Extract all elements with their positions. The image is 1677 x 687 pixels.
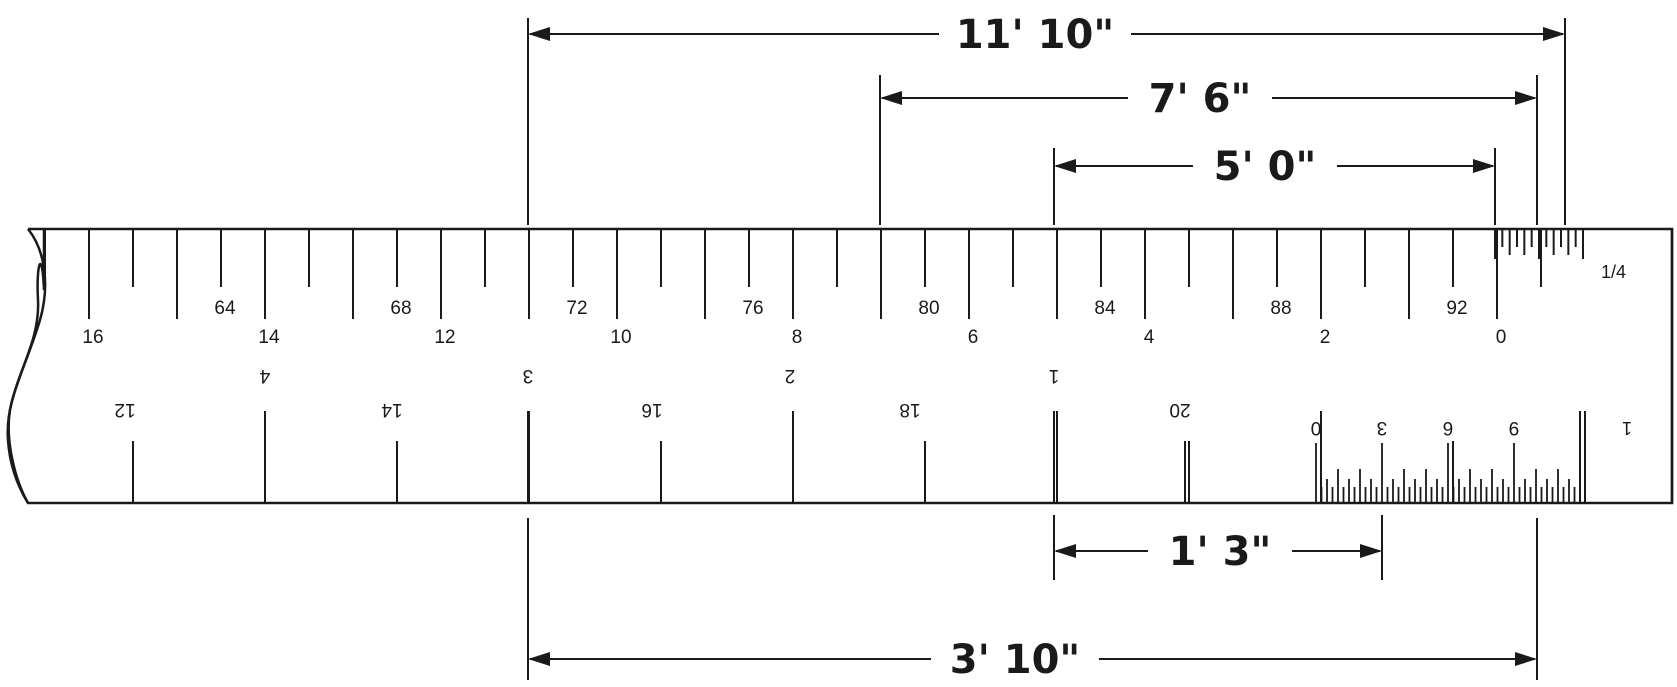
bottom-sub-labels: 0 3 6 9 — [1311, 417, 1520, 438]
arrow-right — [1360, 544, 1382, 558]
top-scale-upper-labels: 64 68 72 76 80 84 88 92 — [214, 298, 1467, 319]
arrow-left — [880, 91, 902, 105]
bottom-label: 20 — [1169, 399, 1190, 420]
top-upper-label: 68 — [390, 298, 411, 319]
top-scale-marker: 1/4 — [1601, 262, 1626, 282]
bottom-label: 16 — [641, 399, 662, 420]
bottom-label: 3 — [523, 365, 534, 386]
top-upper-label: 64 — [214, 298, 236, 319]
top-lower-label: 8 — [792, 327, 803, 348]
top-lower-label: 16 — [82, 327, 103, 348]
dimension-label: 3' 10" — [950, 637, 1081, 683]
dimension-dim-1-3: 1' 3" — [1053, 515, 1383, 580]
dimension-dim-11-10: 11' 10" — [527, 12, 1566, 225]
top-upper-label: 88 — [1270, 298, 1291, 319]
bottom-label: 14 — [381, 399, 403, 420]
top-scale-lower-labels: 16 14 12 10 8 6 4 2 0 — [82, 327, 1506, 348]
arrow-left — [528, 652, 550, 666]
dimension-label: 7' 6" — [1149, 76, 1252, 122]
dimension-lines: 11' 10" 7' 6" 5' 0" 1' 3" 3' 10" — [527, 12, 1566, 683]
dimension-label: 11' 10" — [956, 12, 1114, 58]
top-lower-label: 0 — [1496, 327, 1507, 348]
top-lower-label: 4 — [1144, 327, 1155, 348]
top-lower-label: 14 — [258, 327, 280, 348]
arrow-left — [1054, 544, 1076, 558]
bottom-scale-labels: 12 4 14 3 16 2 18 1 20 — [114, 365, 1190, 420]
top-scale-ticks — [44, 229, 1542, 319]
arrow-right — [1543, 27, 1565, 41]
bottom-sub-label: 9 — [1509, 417, 1520, 438]
top-lower-label: 6 — [968, 327, 979, 348]
bottom-fine-ticks — [1315, 443, 1581, 503]
bottom-scale-ticks — [132, 411, 1586, 503]
bottom-sub-label: 6 — [1443, 417, 1454, 438]
top-fine-ticks — [1494, 229, 1584, 259]
dimension-dim-5-0: 5' 0" — [1053, 144, 1496, 225]
bottom-sub-label: 3 — [1377, 417, 1388, 438]
arrow-left — [528, 27, 550, 41]
bottom-sub-label: 0 — [1311, 417, 1322, 438]
bottom-label: 1 — [1049, 365, 1060, 386]
top-upper-label: 72 — [566, 298, 587, 319]
top-upper-label: 80 — [918, 298, 939, 319]
arrow-right — [1473, 159, 1495, 173]
arrow-left — [1054, 159, 1076, 173]
bottom-label: 18 — [899, 399, 920, 420]
bottom-label: 2 — [785, 365, 796, 386]
top-lower-label: 2 — [1320, 327, 1331, 348]
bottom-label: 12 — [114, 399, 135, 420]
dimension-label: 5' 0" — [1214, 144, 1317, 190]
top-lower-label: 12 — [434, 327, 455, 348]
ruler-body — [7, 227, 1674, 505]
arrow-right — [1515, 91, 1537, 105]
top-lower-label: 10 — [610, 327, 631, 348]
top-upper-label: 92 — [1446, 298, 1467, 319]
top-upper-label: 84 — [1094, 298, 1116, 319]
dimension-dim-7-6: 7' 6" — [879, 75, 1538, 225]
dimension-label: 1' 3" — [1169, 529, 1272, 575]
bottom-label: 4 — [259, 365, 270, 386]
arrow-right — [1515, 652, 1537, 666]
bottom-scale-marker: 1 — [1622, 418, 1632, 438]
dimension-dim-3-10: 3' 10" — [527, 518, 1538, 683]
top-upper-label: 76 — [742, 298, 763, 319]
